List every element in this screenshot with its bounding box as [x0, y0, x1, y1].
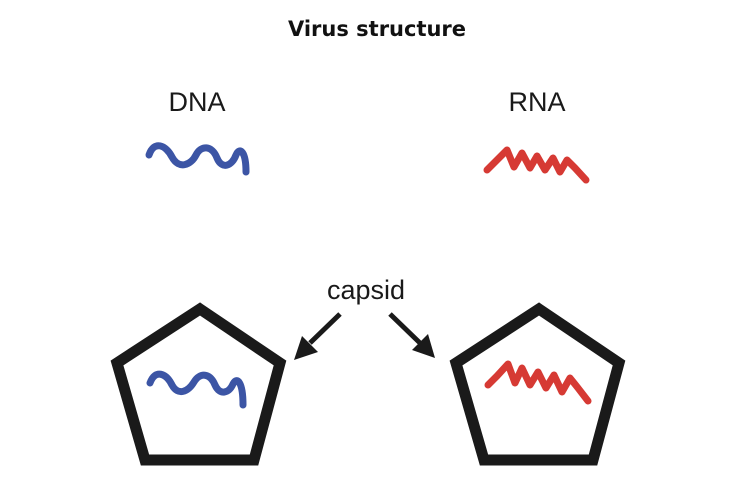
diagram-title: Virus structure	[288, 17, 466, 41]
arrow-to-dna-capsid	[294, 312, 342, 360]
rna-label: RNA	[508, 87, 565, 117]
dna-strand-inside-capsid	[146, 370, 247, 409]
dna-strand	[145, 142, 250, 176]
dna-label: DNA	[168, 87, 225, 117]
rna-capsid-pentagon	[449, 302, 626, 466]
rna-strand-inside-capsid	[484, 360, 592, 405]
capsid-label: capsid	[327, 275, 405, 305]
dna-virus	[110, 302, 287, 466]
arrow-to-rna-capsid	[388, 312, 435, 358]
rna-virus	[449, 302, 626, 466]
rna-strand	[483, 146, 590, 184]
dna-capsid-pentagon	[110, 302, 287, 466]
